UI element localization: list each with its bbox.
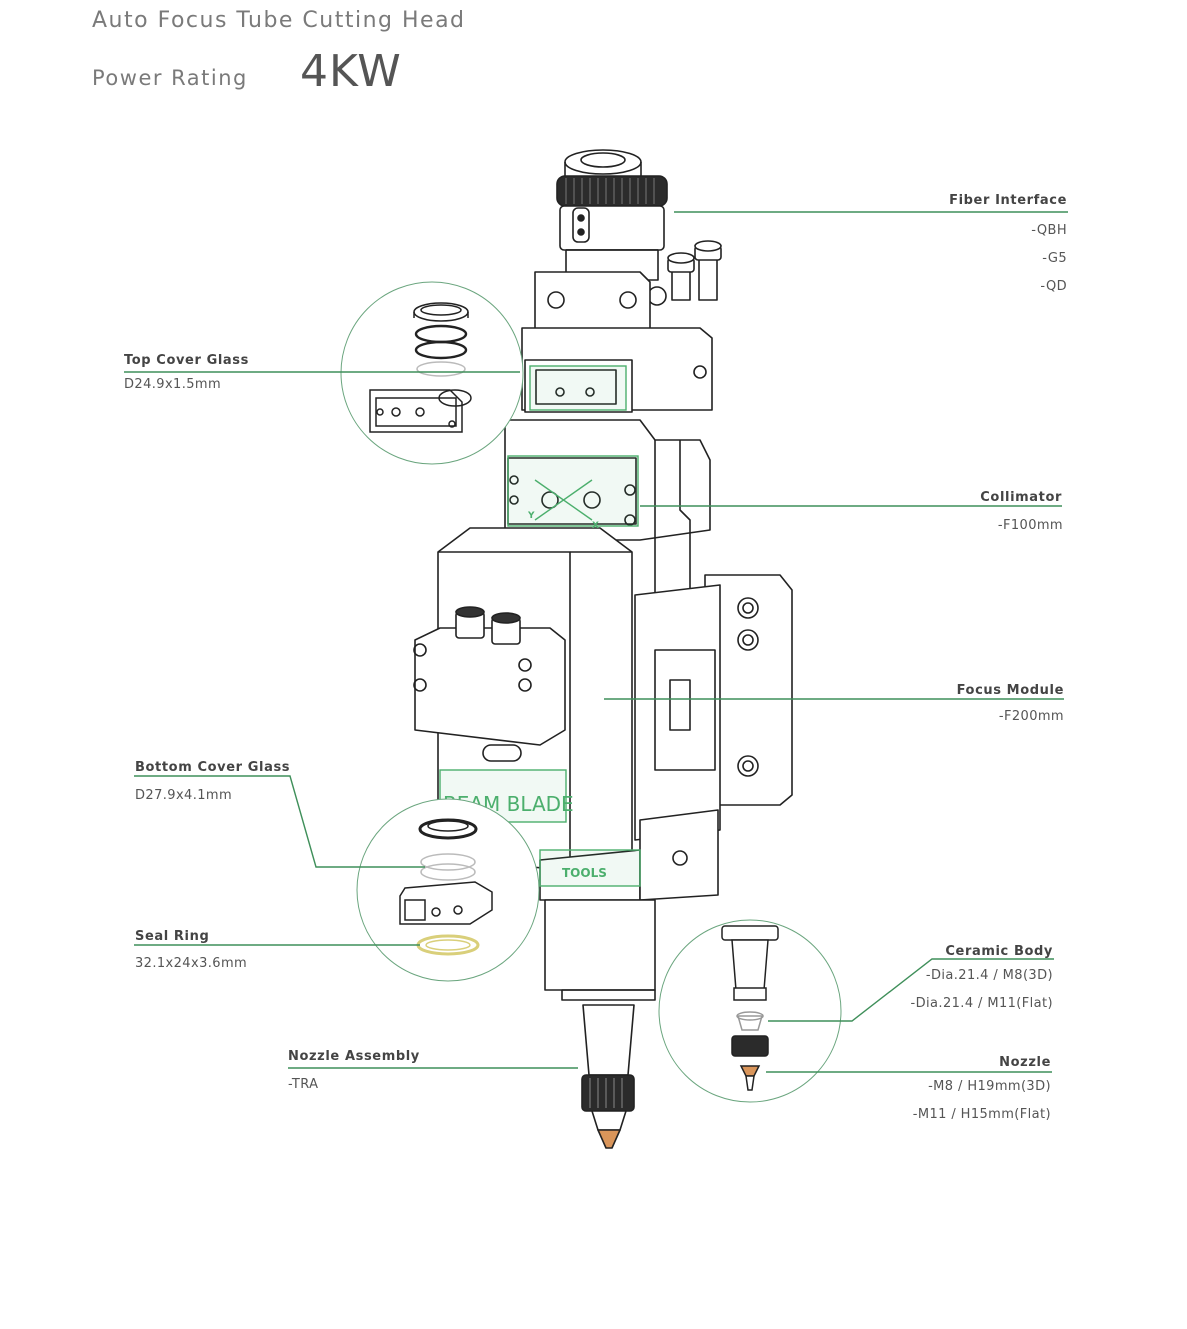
power-rating-label: Power Rating xyxy=(92,66,248,90)
air-fittings xyxy=(647,240,722,306)
brand-sub-text: TOOLS xyxy=(562,866,607,880)
focus-module-label: Focus Module xyxy=(956,683,1064,698)
fiber-interface-part xyxy=(556,149,668,281)
power-rating-value: 4KW xyxy=(300,46,402,97)
top-cover-glass-label: Top Cover Glass xyxy=(124,353,249,368)
axis-y-label: Y xyxy=(527,511,535,521)
nozzle-detail xyxy=(658,919,842,1103)
ceramic-nozzle-parts xyxy=(721,925,779,1091)
axis-x-label: X xyxy=(592,521,599,531)
top-cover-glass-parts xyxy=(369,302,472,433)
focus-module-part xyxy=(413,527,633,871)
lower-housing xyxy=(539,809,719,1149)
nozzle-spec-1: -M8 / H19mm(3D) xyxy=(928,1079,1051,1094)
nozzle-assembly-label: Nozzle Assembly xyxy=(288,1049,420,1064)
nozzle-spec-2: -M11 / H15mm(Flat) xyxy=(912,1107,1051,1122)
top-cover-glass-detail xyxy=(340,281,524,465)
leader-lines xyxy=(124,211,1068,1073)
collimator-spec: -F100mm xyxy=(997,518,1063,533)
upper-housing xyxy=(521,271,713,413)
seal-ring-label: Seal Ring xyxy=(135,929,210,944)
bottom-cover-glass-spec: D27.9x4.1mm xyxy=(135,788,233,803)
mounting-bracket xyxy=(634,574,793,841)
seal-ring-spec: 32.1x24x3.6mm xyxy=(135,956,248,971)
collimator-label: Collimator xyxy=(980,490,1062,505)
bottom-cover-glass-label: Bottom Cover Glass xyxy=(135,760,291,775)
collimator-part xyxy=(504,419,711,600)
bottom-cover-glass-parts xyxy=(399,818,493,925)
focus-module-spec: -F200mm xyxy=(998,709,1064,724)
nozzle-label: Nozzle xyxy=(999,1055,1051,1070)
fiber-interface-spec-2: -G5 xyxy=(1042,251,1067,266)
ceramic-body-spec-1: -Dia.21.4 / M8(3D) xyxy=(925,968,1053,983)
fiber-interface-spec-1: -QBH xyxy=(1031,223,1067,238)
nozzle-assembly-spec: -TRA xyxy=(288,1077,319,1092)
top-cover-glass-spec: D24.9x1.5mm xyxy=(124,377,222,392)
fiber-interface-label: Fiber Interface xyxy=(949,193,1067,208)
fiber-interface-spec-3: -QD xyxy=(1040,279,1067,294)
page-title: Auto Focus Tube Cutting Head xyxy=(92,8,466,33)
ceramic-body-spec-2: -Dia.21.4 / M11(Flat) xyxy=(910,996,1053,1011)
ceramic-body-label: Ceramic Body xyxy=(945,944,1053,959)
